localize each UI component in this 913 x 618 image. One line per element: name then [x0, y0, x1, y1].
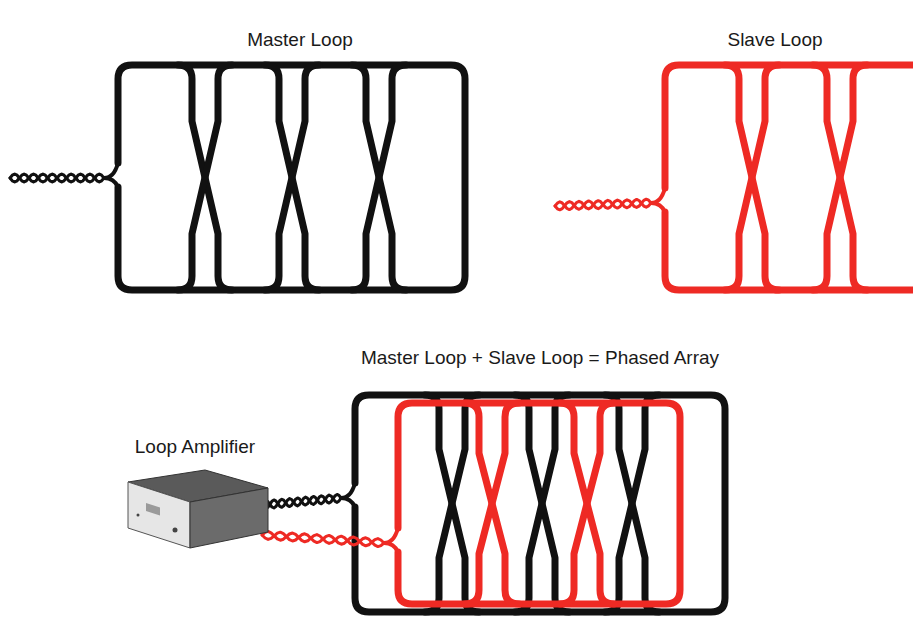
loop-wire [560, 403, 614, 604]
loop-wire [104, 163, 118, 178]
loop-wire [465, 403, 519, 604]
loop-wire [725, 65, 779, 290]
loop-wire [352, 65, 406, 290]
loop-wire [384, 543, 398, 552]
loop-wire [355, 395, 725, 612]
loop-wire [265, 65, 319, 290]
loop-wire [398, 403, 680, 604]
loop-wire [118, 65, 465, 290]
loop-wire [341, 498, 355, 507]
loop-wire [605, 395, 659, 612]
device-label: Loop Amplifier [135, 436, 255, 458]
array-title: Master Loop + Slave Loop = Phased Array [361, 347, 719, 369]
loop-wire [10, 174, 104, 182]
loop-wire [352, 65, 406, 290]
loop-wire [515, 395, 569, 612]
loop-wire [10, 174, 104, 182]
loop-wire [178, 65, 232, 290]
loop-wire [178, 65, 232, 290]
loop-wire [515, 395, 569, 612]
loop-wire [813, 65, 867, 290]
loop-wire [560, 403, 614, 604]
loop-wire [265, 65, 319, 290]
loop-wire [262, 495, 341, 508]
loop-wire [262, 531, 384, 546]
loop-wire [813, 65, 867, 290]
loop-title: Slave Loop [727, 29, 822, 51]
loop-wire [605, 395, 659, 612]
loop-wire [555, 199, 651, 209]
loop-wire [341, 483, 355, 498]
loop-wires [10, 65, 913, 612]
loop-wire [384, 528, 398, 543]
loop-amplifier-icon [128, 470, 268, 548]
loop-wire [262, 532, 384, 546]
loop-wire [725, 65, 779, 290]
loop-wire [555, 199, 651, 210]
loop-wire [104, 178, 118, 187]
loop-title: Master Loop [247, 29, 353, 51]
loop-wire [465, 403, 519, 604]
loop-wire [262, 494, 341, 508]
loop-wire [425, 395, 479, 612]
loop-wire [425, 395, 479, 612]
loop-wire [651, 188, 665, 203]
loop-wire [665, 65, 913, 290]
loop-wire [651, 203, 665, 212]
